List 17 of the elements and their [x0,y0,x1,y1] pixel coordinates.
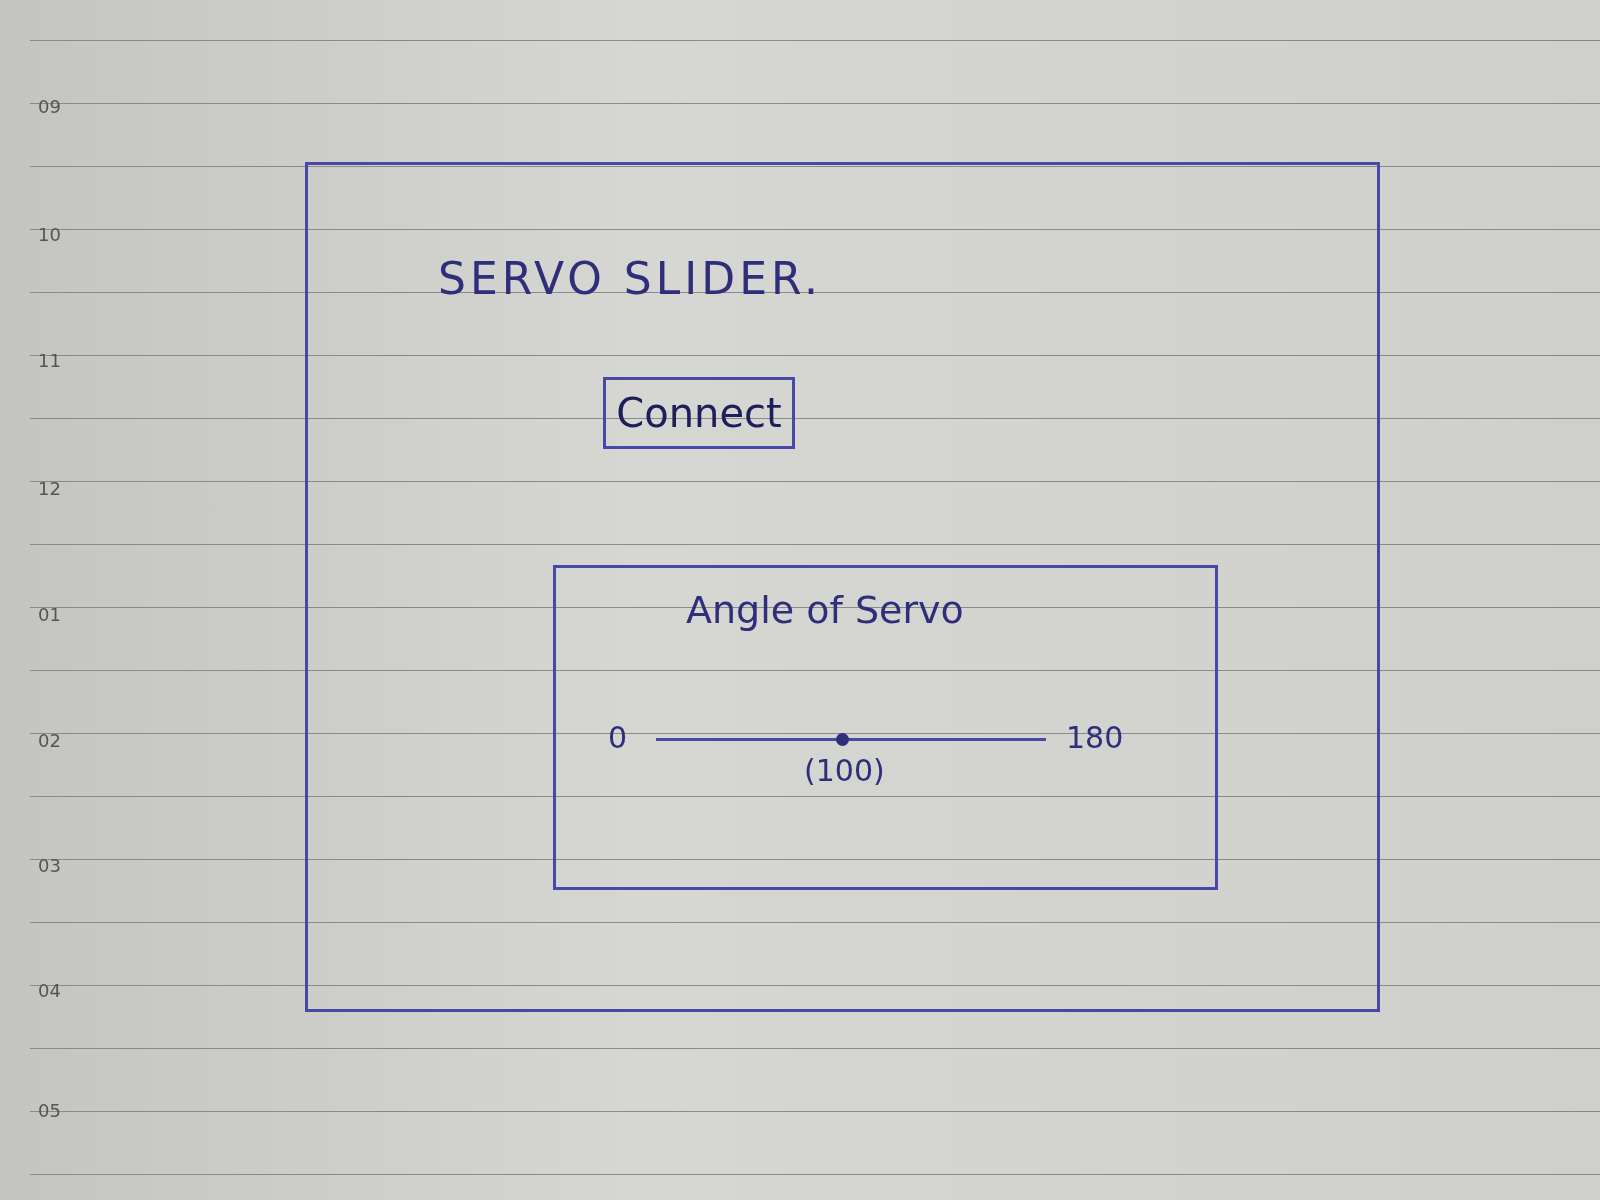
time-label: 02 [38,730,61,751]
max-value-label: 180 [1066,720,1124,755]
time-label: 04 [38,980,61,1001]
current-value-label: (100) [804,753,885,788]
slider-panel [553,565,1218,890]
time-label: 12 [38,478,61,499]
slider-heading: Angle of Servo [686,588,964,632]
time-label: 05 [38,1100,61,1121]
time-label: 01 [38,604,61,625]
connect-button: Connect [603,377,795,449]
window-frame [305,162,1380,1012]
window-title: SERVO SLIDER. [438,253,822,304]
time-label: 09 [38,96,61,117]
time-label: 11 [38,350,61,371]
time-label: 10 [38,224,61,245]
time-label: 03 [38,855,61,876]
min-value-label: 0 [608,720,628,755]
